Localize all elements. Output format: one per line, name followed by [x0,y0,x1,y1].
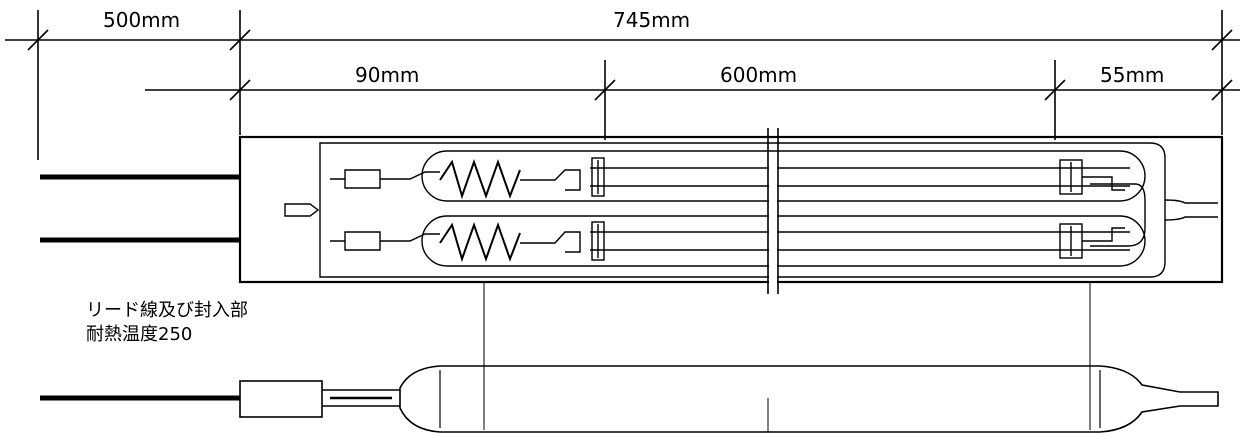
lower-tube [330,215,1146,267]
dim-left-label: 90mm [355,63,419,87]
bridge-wire [1090,183,1146,247]
inner-frame [319,142,1166,278]
lamp-side-view [40,365,1219,433]
side-tube [399,365,1219,433]
lamp-top-view [40,128,1224,294]
tip-pin [284,203,320,217]
side-cap [239,380,323,418]
dim-right-label: 55mm [1100,63,1164,87]
reference-lines [483,283,1091,432]
dimension-lines [5,10,1240,160]
lead-wires [40,174,240,243]
break-marks [767,128,779,294]
note-line-2: 耐熱温度250 [86,324,193,345]
dim-lead-label: 500mm [103,8,180,32]
exhaust-tube [1164,199,1218,221]
upper-tube [330,150,1146,202]
dim-middle-label: 600mm [720,63,797,87]
outer-frame [238,135,1224,284]
note-line-1: リード線及び封入部 [86,300,248,321]
dim-overall-label: 745mm [613,8,690,32]
